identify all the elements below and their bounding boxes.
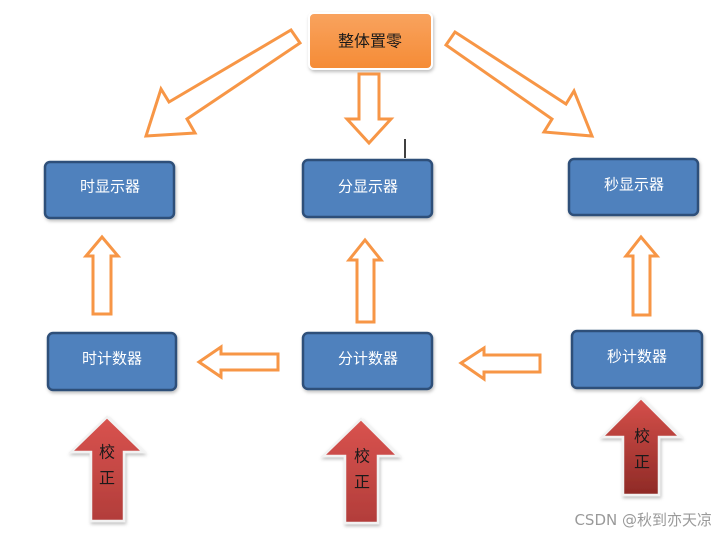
watermark: CSDN @秋到亦天凉: [574, 511, 712, 529]
hour-display-label: 时显示器: [80, 178, 140, 196]
minute-calibration-arrow: 校 正: [319, 417, 402, 525]
second-counter-box: 秒计数器: [570, 329, 704, 390]
reset-to-minute-arrow: [343, 72, 395, 146]
minute-calibration-char2: 正: [354, 473, 370, 492]
second-calibration-arrow: 校 正: [598, 396, 684, 497]
second-calibration-char1: 校: [634, 427, 650, 446]
reset-box-label: 整体置零: [338, 32, 402, 51]
hour-counter-box: 时计数器: [46, 331, 178, 392]
minute-display-box: 分显示器: [301, 158, 434, 219]
hour-counter-label: 时计数器: [82, 350, 142, 368]
minute-calibration-char1: 校: [354, 447, 370, 466]
hour-calibration-char1: 校: [99, 443, 115, 462]
hour-display-box: 时显示器: [43, 160, 176, 220]
reset-to-second-arrow: [443, 29, 595, 138]
minute-to-hour-carry-arrow: [196, 344, 280, 380]
minute-counter-box: 分计数器: [301, 331, 434, 391]
second-counter-label: 秒计数器: [607, 348, 667, 366]
minute-counter-label: 分计数器: [338, 350, 398, 368]
second-display-label: 秒显示器: [604, 176, 664, 194]
second-to-minute-carry-arrow: [458, 345, 542, 382]
minute-display-label: 分显示器: [338, 178, 398, 196]
minute-counter-to-display-arrow: [345, 237, 385, 324]
hour-calibration-char2: 正: [99, 469, 115, 488]
hour-counter-to-display-arrow: [82, 234, 122, 316]
second-display-box: 秒显示器: [567, 157, 700, 217]
reset-to-hour-arrow: [143, 27, 303, 138]
hour-calibration-arrow: 校 正: [67, 415, 147, 523]
second-counter-to-display-arrow: [622, 234, 661, 317]
second-calibration-char2: 正: [634, 453, 650, 472]
reset-box: 整体置零: [308, 12, 433, 70]
